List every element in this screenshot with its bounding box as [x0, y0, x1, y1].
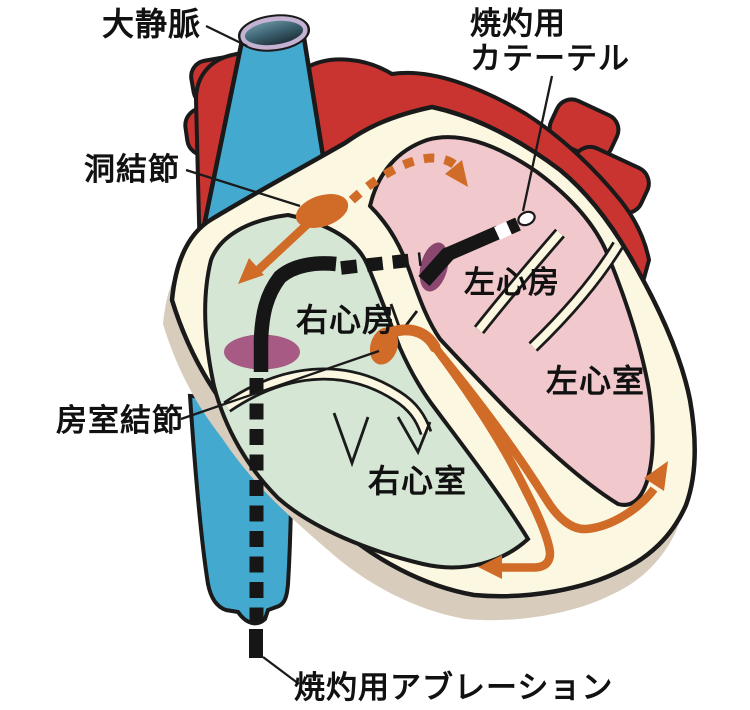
- chordae-tendineae-2: [396, 416, 432, 456]
- valves: [223, 228, 624, 468]
- catheter-dashed-septum: [340, 252, 422, 275]
- catheter-shaft-left-atrium: [443, 225, 502, 262]
- mitral-valve-leaflet-2: [530, 243, 622, 350]
- left-atrium-ventricle-region: [367, 135, 655, 507]
- label-ablation-catheter-line1: 焼灼用: [470, 6, 566, 41]
- chordae-tendineae-1: [332, 412, 370, 468]
- right-branch-arrowhead: [644, 461, 668, 491]
- leader-av-node: [180, 349, 380, 421]
- leader-sinus-node: [185, 168, 301, 208]
- label-ablation: 焼灼用アブレーション: [294, 670, 614, 705]
- sinus-impulse-arrow-shaft: [251, 214, 317, 278]
- leader-lines: [180, 24, 554, 685]
- svc-opening-outline: [237, 14, 311, 52]
- catheter-black-band: [506, 217, 521, 235]
- atrial-impulse-arrowhead: [445, 160, 468, 187]
- label-right-atrium: 右心房: [296, 302, 396, 338]
- leader-vena-cava: [205, 24, 248, 48]
- label-vena-cava: 大静脈: [102, 6, 202, 42]
- ablation-catheter: [249, 210, 536, 658]
- catheter-white-band: [494, 221, 513, 240]
- tricuspid-valve-leaflet: [224, 370, 430, 435]
- mitral-valve-leaflet-1: [476, 230, 563, 333]
- label-ablation-catheter-line2: カテーテル: [470, 40, 630, 76]
- leader-catheter: [521, 75, 554, 212]
- right-atrium-ventricle-region: [203, 212, 531, 570]
- label-av-node: 房室結節: [56, 403, 184, 438]
- label-right-ventricle: 右心室: [368, 463, 468, 499]
- left-branch-arrowhead: [478, 555, 502, 579]
- sinus-impulse-arrowhead: [238, 258, 264, 284]
- bundle-of-his: [384, 324, 441, 353]
- catheter-transseptal-segment: [418, 248, 455, 286]
- leader-ablation: [262, 656, 300, 685]
- label-left-atrium: 左心房: [464, 265, 560, 300]
- label-left-ventricle: 左心室: [546, 363, 646, 399]
- right-bundle-branch: [437, 352, 658, 534]
- conduction-system: [238, 153, 668, 579]
- label-ablation-catheter: 焼灼用 カテーテル: [470, 6, 630, 76]
- atrial-impulse-dotted-arrow: [333, 153, 463, 219]
- label-sinus-node: 洞結節: [84, 152, 180, 187]
- catheter-right-atrium-curve: [253, 256, 337, 372]
- catheter-tip: [517, 210, 536, 227]
- svc-opening: [240, 16, 308, 50]
